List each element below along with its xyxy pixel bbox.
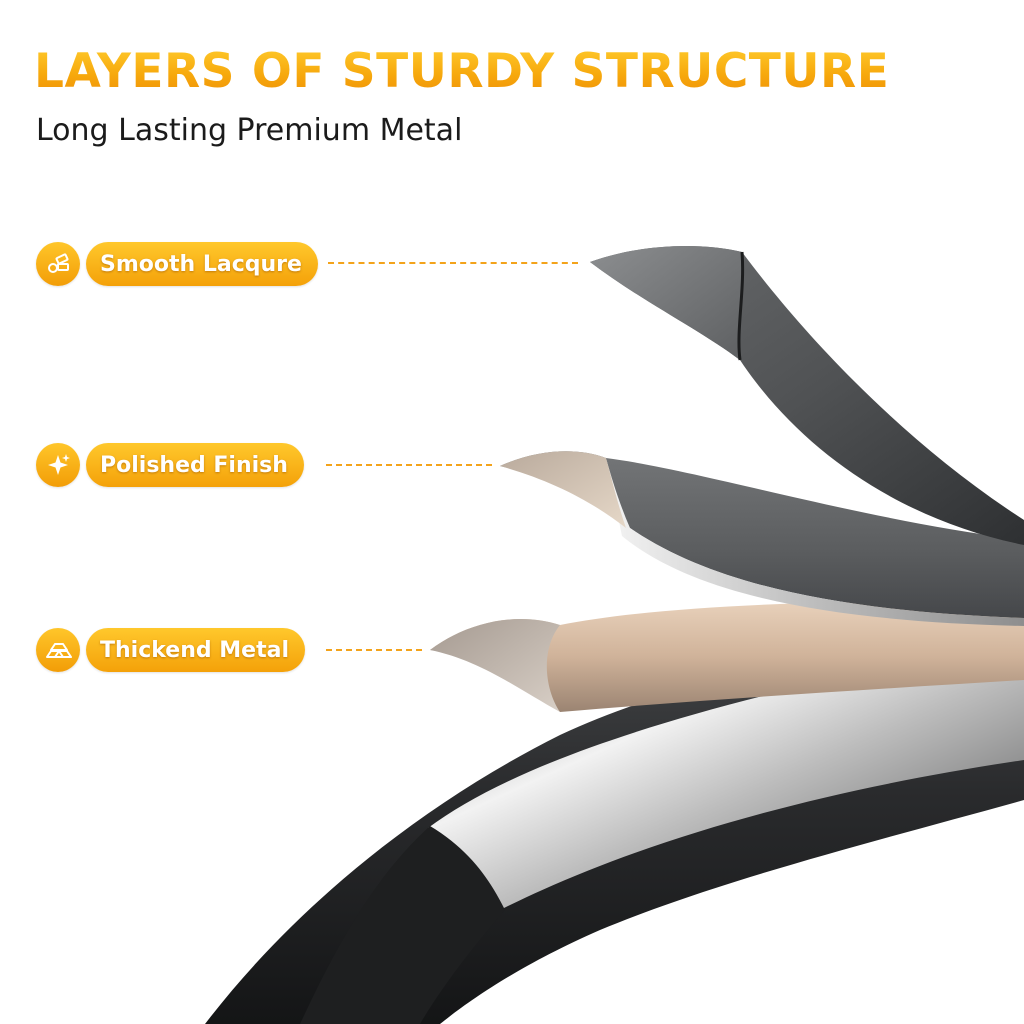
callout-polished-finish: Polished Finish	[36, 442, 304, 488]
layers-icon	[36, 242, 80, 286]
handle-chrome-sleeve	[428, 640, 1024, 910]
page-title: LAYERS OF STURDY STRUCTURE	[34, 44, 890, 99]
lacquer-edge-line	[737, 251, 745, 361]
page-subtitle: Long Lasting Premium Metal	[36, 113, 463, 148]
sparkle-icon	[36, 443, 80, 487]
leader-line-lacquer	[328, 262, 578, 264]
handle-grip	[300, 826, 505, 1024]
leader-line-polished	[326, 464, 492, 466]
core-metal-layer	[430, 600, 1024, 712]
callout-label: Polished Finish	[86, 443, 304, 487]
core-metal-face	[430, 618, 560, 712]
polished-inner-face	[500, 451, 626, 528]
callout-label: Smooth Lacqure	[86, 242, 318, 286]
polished-layer	[500, 451, 1024, 618]
callout-label: Thickend Metal	[86, 628, 305, 672]
leader-line-metal	[326, 649, 422, 651]
callout-smooth-lacquer: Smooth Lacqure	[36, 241, 318, 287]
callout-thickend-metal: Thickend Metal	[36, 627, 305, 673]
lacquer-cut-face	[590, 246, 743, 360]
metal-bars-icon	[36, 628, 80, 672]
